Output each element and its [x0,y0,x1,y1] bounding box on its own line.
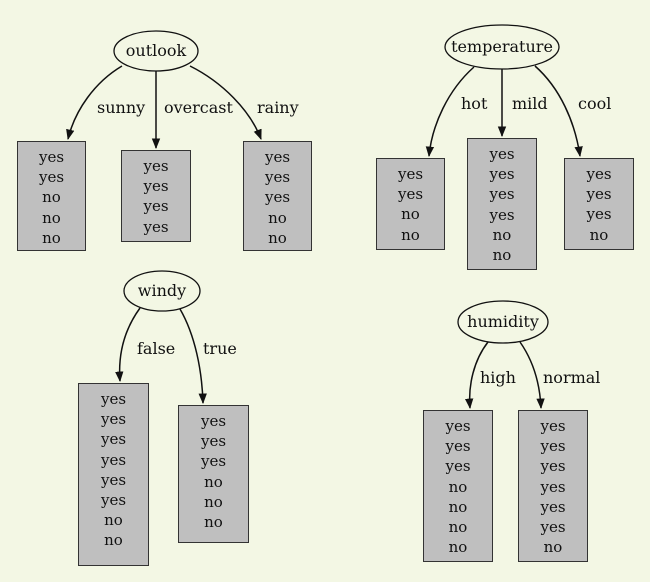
leaf-outlook-overcast: yes yes yes yes [121,150,191,242]
leaf-value: yes [100,450,127,469]
node-temperature-label: temperature [451,37,553,56]
leaf-value: yes [264,188,291,207]
leaf-value: yes [200,452,227,471]
edge-temperature-cool [534,65,583,158]
edge-humidity-normal [519,341,545,410]
leaf-value: no [492,225,512,244]
leaf-value: yes [540,497,566,516]
leaf-value: no [589,225,609,244]
leaf-value: no [492,246,512,265]
leaf-value: no [204,472,223,491]
edge-humidity-high [465,341,489,410]
leaf-temperature-mild: yes yes yes yes no no [467,138,537,270]
leaf-windy-false: yes yes yes yes yes yes no no [78,383,149,566]
leaf-value: no [104,511,123,530]
leaf-temperature-hot: yes yes no no [376,158,445,250]
leaf-value: yes [586,185,612,204]
leaf-value: yes [143,197,169,216]
leaf-value: no [104,531,123,550]
edge-temperature-hot [425,66,475,158]
leaf-humidity-high: yes yes yes no no no no [423,410,493,562]
leaf-outlook-sunny: yes yes no no no [17,141,86,251]
leaf-humidity-normal: yes yes yes yes yes yes no [518,410,588,562]
leaf-value: no [42,208,61,227]
branch-label-normal: normal [543,368,601,387]
leaf-value: yes [397,185,424,204]
leaf-value: yes [397,165,424,183]
leaf-value: yes [143,177,169,196]
leaf-value: no [448,518,468,537]
leaf-value: yes [489,185,515,204]
leaf-value: no [42,228,61,247]
leaf-value: yes [489,165,515,184]
leaf-value: yes [100,470,127,489]
branch-label-high: high [480,368,516,387]
branch-label-sunny: sunny [97,98,146,117]
leaf-value: yes [586,205,612,224]
leaf-value: yes [38,168,65,187]
leaf-value: yes [264,148,291,166]
leaf-temperature-cool: yes yes yes no [564,158,634,250]
branch-label-cool: cool [578,94,612,113]
leaf-value: yes [489,205,515,224]
leaf-outlook-rainy: yes yes yes no no [243,141,312,251]
leaf-value: yes [540,417,566,435]
leaf-value: no [204,513,223,532]
leaf-value: yes [540,518,566,537]
leaf-value: no [401,225,420,244]
leaf-value: yes [38,148,65,166]
leaf-value: yes [200,412,227,430]
branch-label-true: true [203,339,237,358]
leaf-value: no [448,477,468,496]
edge-windy-false [115,307,141,383]
edge-windy-true [179,308,207,405]
leaf-value: yes [143,217,169,236]
edge-outlook-sunny [66,65,123,141]
leaf-value: no [448,538,468,557]
leaf-value: yes [445,417,471,435]
leaf-value: yes [100,390,127,408]
node-windy-label: windy [137,281,187,300]
edge-outlook-rainy [189,65,262,140]
leaf-windy-true: yes yes yes no no no [178,405,249,543]
leaf-value: no [543,538,563,557]
node-humidity-ellipse [457,300,549,344]
leaf-value: yes [264,168,291,187]
leaf-value: yes [445,437,471,456]
leaf-value: yes [489,145,515,163]
leaf-value: yes [100,430,127,449]
node-windy-ellipse [123,270,201,312]
leaf-value: no [204,492,223,511]
leaf-value: no [268,228,287,247]
leaf-value: no [42,188,61,207]
branch-label-hot: hot [461,94,488,113]
branch-label-false: false [137,339,176,358]
leaf-value: yes [540,437,566,456]
leaf-value: yes [100,491,127,510]
leaf-value: yes [540,477,566,496]
leaf-value: yes [200,432,227,451]
leaf-value: yes [100,410,127,429]
branch-label-rainy: rainy [257,98,299,117]
leaf-value: no [448,497,468,516]
leaf-value: no [268,208,287,227]
leaf-value: yes [445,457,471,476]
node-humidity-label: humidity [467,312,539,331]
leaf-value: yes [143,157,169,175]
leaf-value: yes [540,457,566,476]
leaf-value: yes [586,165,612,183]
branch-label-mild: mild [512,94,548,113]
node-outlook-label: outlook [125,41,187,60]
leaf-value: no [401,205,420,224]
branch-label-overcast: overcast [164,98,233,117]
